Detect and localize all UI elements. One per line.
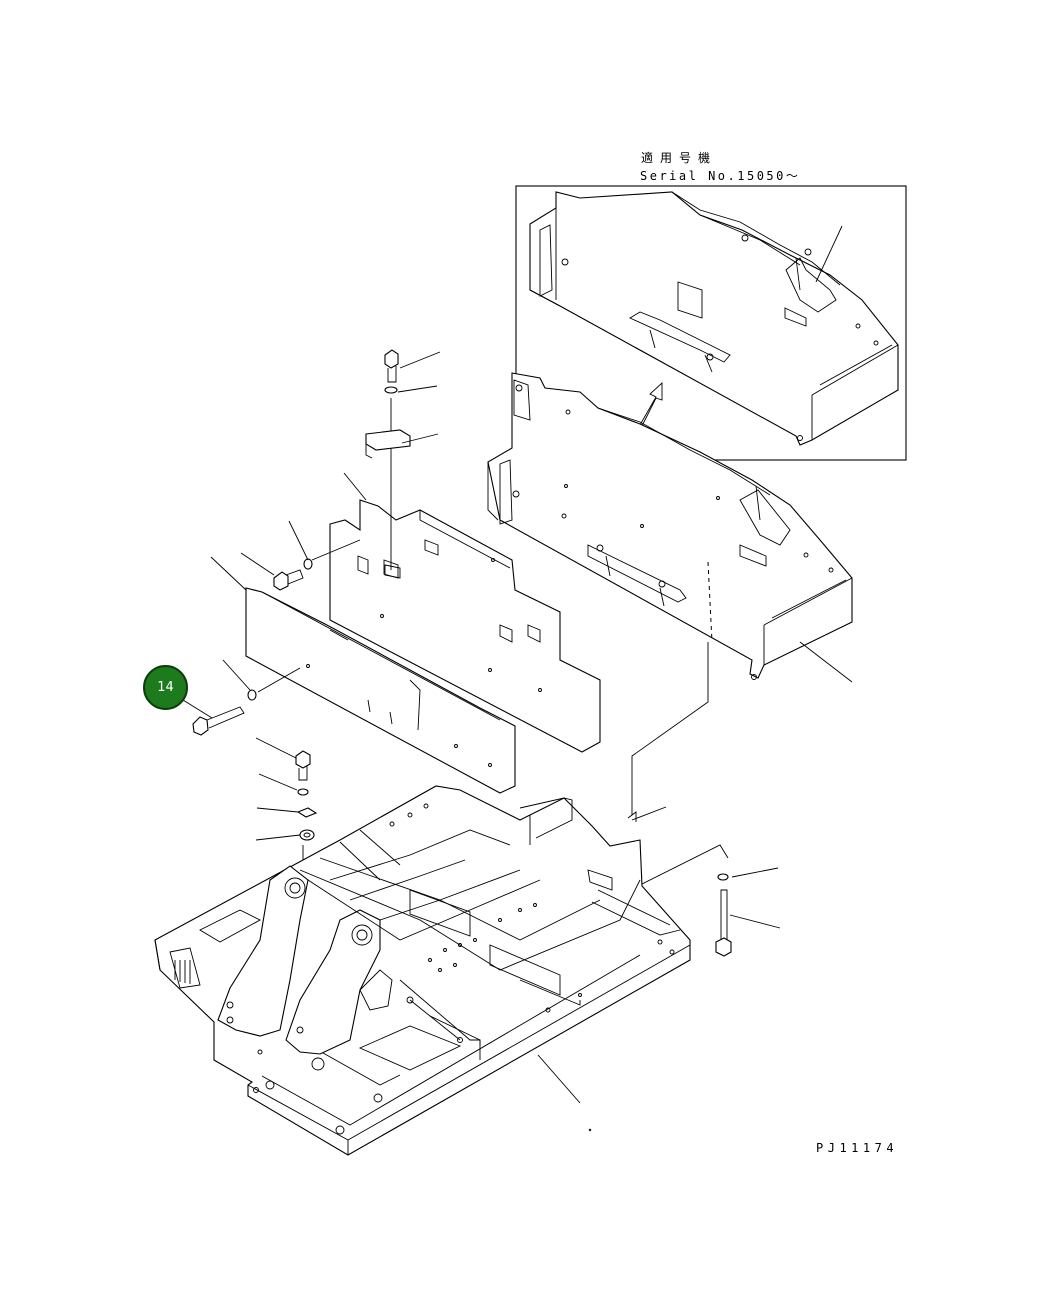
middle-panel [329, 499, 601, 753]
chassis-frame [154, 785, 691, 1156]
applicable-serial-label: 適用号機 [641, 151, 718, 165]
fasteners [192, 349, 732, 1000]
part-callout-badge[interactable]: 14 [143, 665, 188, 710]
main-cover [487, 372, 853, 683]
part-callout-number: 14 [157, 680, 174, 695]
serial-number-text: Serial No.15050～ [640, 169, 801, 183]
drawing-code: PJ11174 [816, 1141, 899, 1155]
dot-mark [588, 1128, 592, 1132]
front-panel [245, 587, 516, 794]
leader-lines [182, 351, 781, 1104]
